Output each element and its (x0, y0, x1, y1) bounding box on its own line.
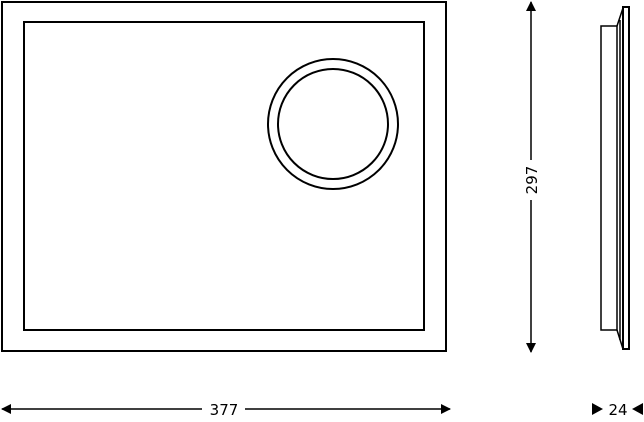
height-dimension: 297 (523, 1, 541, 353)
depth-dimension: 24 (592, 401, 643, 419)
side-view (600, 6, 630, 350)
mirror-outer-frame (1, 1, 447, 352)
depth-arrow-right (632, 403, 643, 415)
magnifier-inner-ring (277, 68, 389, 180)
width-label: 377 (210, 401, 239, 419)
mirror-inner-frame (23, 21, 425, 331)
side-glass-panel (622, 6, 630, 350)
depth-label: 24 (608, 401, 627, 419)
magnifier-outer-ring (267, 58, 399, 190)
width-dimension: 377 (1, 401, 451, 419)
front-view (1, 1, 447, 352)
depth-arrow-left (592, 403, 603, 415)
side-back-box (600, 25, 618, 331)
height-label: 297 (523, 166, 541, 195)
